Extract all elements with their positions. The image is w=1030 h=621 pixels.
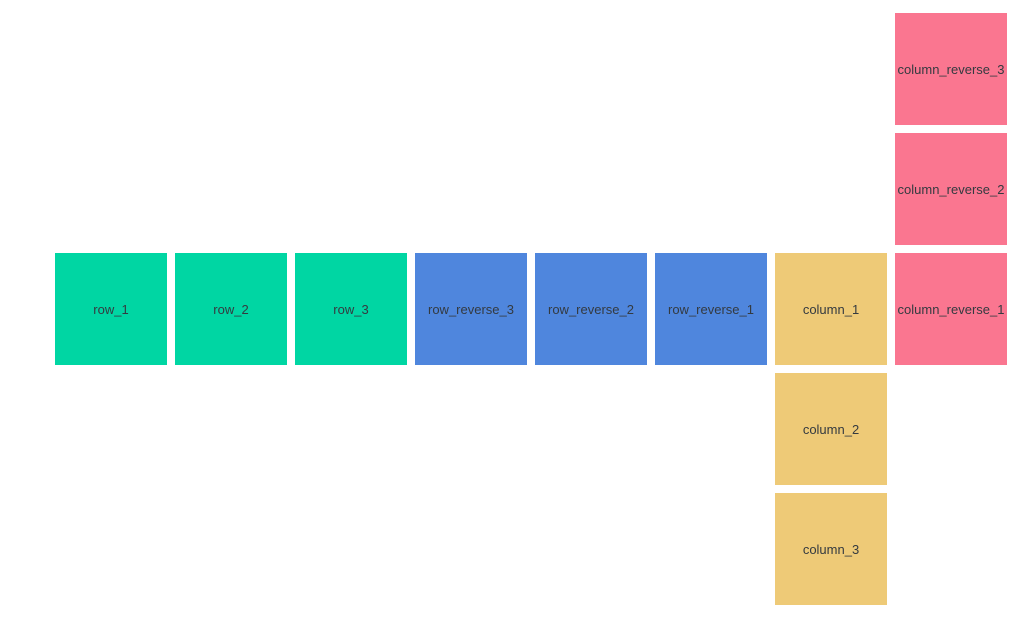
flex-item-column-3: column_3 bbox=[775, 493, 887, 605]
flex-item-row-reverse-2: row_reverse_2 bbox=[535, 253, 647, 365]
flex-item-column-reverse-1: column_reverse_1 bbox=[895, 253, 1007, 365]
flex-item-row-2: row_2 bbox=[175, 253, 287, 365]
flex-item-row-reverse-3: row_reverse_3 bbox=[415, 253, 527, 365]
row-group: row_1 row_2 row_3 bbox=[55, 253, 407, 365]
flex-item-row-3: row_3 bbox=[295, 253, 407, 365]
flex-item-column-1: column_1 bbox=[775, 253, 887, 365]
flex-item-column-2: column_2 bbox=[775, 373, 887, 485]
flex-item-row-reverse-1: row_reverse_1 bbox=[655, 253, 767, 365]
column-group: column_1 column_2 column_3 bbox=[775, 253, 887, 605]
flex-item-column-reverse-2: column_reverse_2 bbox=[895, 133, 1007, 245]
flex-item-row-1: row_1 bbox=[55, 253, 167, 365]
column-reverse-group: column_reverse_1 column_reverse_2 column… bbox=[895, 13, 1007, 365]
flex-item-column-reverse-3: column_reverse_3 bbox=[895, 13, 1007, 125]
row-reverse-group: row_reverse_1 row_reverse_2 row_reverse_… bbox=[415, 253, 767, 365]
